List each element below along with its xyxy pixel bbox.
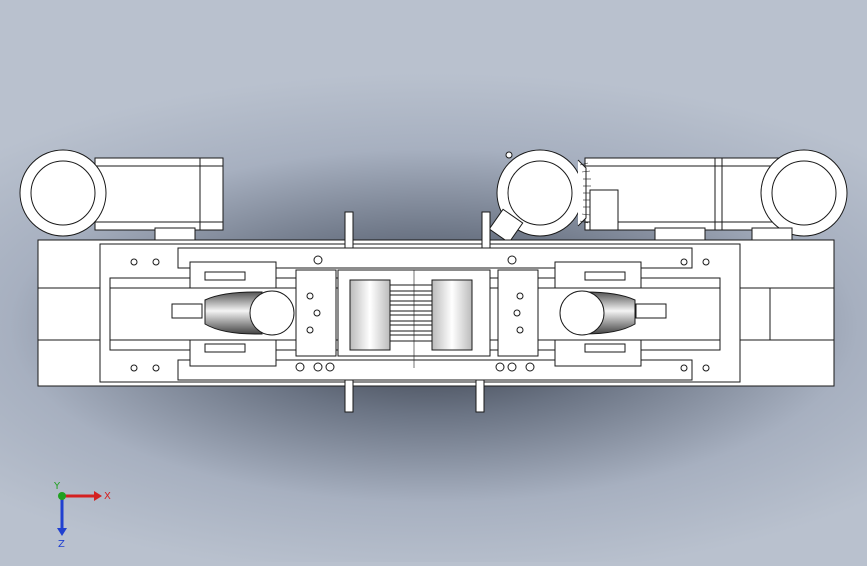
reference-triad: X Y Z <box>53 481 111 550</box>
center-roller-assembly <box>337 269 491 368</box>
left-track-belt <box>94 157 224 231</box>
y-axis-label: Y <box>53 481 61 492</box>
right-track-module <box>488 149 848 244</box>
right-motor-cap <box>559 290 605 336</box>
y-axis-dot <box>58 492 66 500</box>
left-actuator <box>171 261 295 367</box>
x-axis-label: X <box>104 491 111 502</box>
z-axis-label: Z <box>58 539 65 550</box>
right-roller <box>431 279 473 351</box>
left-track-module <box>19 149 224 241</box>
sensor-bracket <box>488 208 524 244</box>
z-axis-arrowhead <box>57 528 67 536</box>
bolts <box>130 255 710 372</box>
left-roller <box>349 279 391 351</box>
left-motor-cylinder <box>204 291 263 335</box>
right-actuator <box>554 261 667 367</box>
x-axis-arrowhead <box>94 491 102 501</box>
left-motor-cap <box>249 290 295 336</box>
